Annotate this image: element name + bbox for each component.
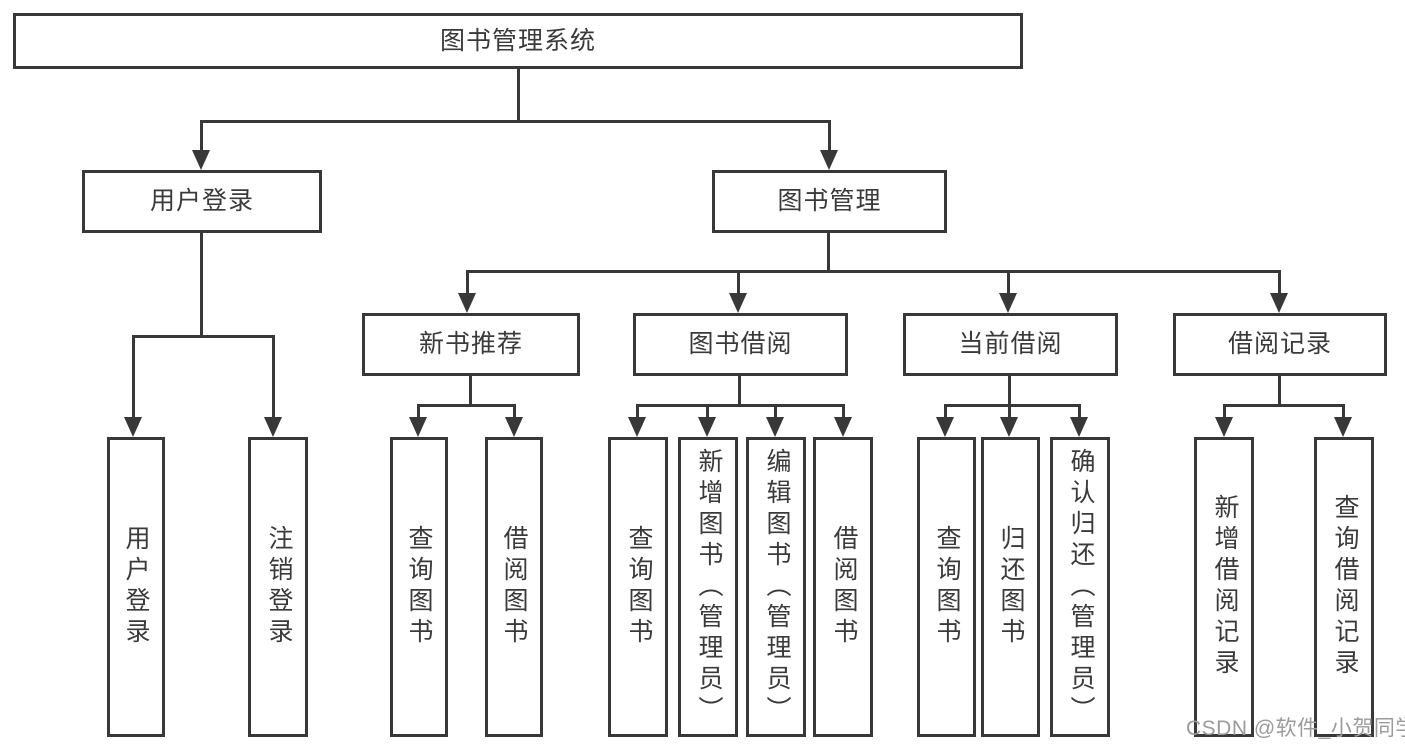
connector-line — [466, 270, 1281, 273]
leaf-query-borrow-record: 查询借阅记录 — [1314, 437, 1374, 737]
connector-line — [200, 233, 203, 338]
arrow-down-icon — [409, 417, 427, 437]
connector-line — [517, 69, 520, 123]
arrow-down-icon — [505, 417, 523, 437]
connector-line — [200, 120, 203, 152]
csdn-watermark: CSDN @软件_小贺同学 — [1186, 717, 1405, 740]
connector-line — [944, 404, 1081, 407]
arrow-down-icon — [192, 150, 210, 170]
connector-line — [417, 404, 516, 407]
arrow-down-icon — [1000, 417, 1018, 437]
arrow-down-icon — [1334, 417, 1352, 437]
connector-line — [1223, 404, 1345, 407]
connector-line — [132, 335, 275, 338]
leaf-logout: 注销登录 — [248, 437, 308, 737]
connector-line — [1008, 376, 1011, 407]
connector-line — [944, 404, 947, 419]
connector-line — [1008, 404, 1011, 419]
connector-line — [469, 376, 472, 407]
leaf-add-borrow-record: 新增借阅记录 — [1194, 437, 1254, 737]
leaf-confirm-return-admin: 确认归还（管理员） — [1050, 437, 1110, 737]
connector-line — [272, 335, 275, 419]
arrow-down-icon — [999, 293, 1017, 313]
node-book-management: 图书管理 — [712, 170, 947, 233]
leaf-query-books-current: 查询图书 — [917, 437, 976, 737]
connector-line — [774, 404, 777, 419]
arrow-down-icon — [1215, 417, 1233, 437]
arrow-down-icon — [936, 417, 954, 437]
arrow-down-icon — [834, 417, 852, 437]
connector-line — [417, 404, 420, 419]
connector-line — [827, 233, 830, 273]
leaf-borrow-books: 借阅图书 — [813, 437, 873, 737]
node-new-book-recommendation: 新书推荐 — [362, 313, 580, 376]
connector-line — [1342, 404, 1345, 419]
leaf-query-books-recommend: 查询图书 — [390, 437, 448, 737]
connector-line — [842, 404, 845, 419]
connector-line — [132, 335, 135, 419]
connector-line — [1223, 404, 1226, 419]
arrow-down-icon — [729, 293, 747, 313]
arrow-down-icon — [1070, 417, 1088, 437]
connector-line — [200, 120, 831, 123]
connector-line — [1078, 404, 1081, 419]
leaf-borrow-books-recommend: 借阅图书 — [485, 437, 543, 737]
connector-line — [738, 376, 741, 407]
connector-line — [513, 404, 516, 419]
arrow-down-icon — [458, 293, 476, 313]
leaf-add-books-admin: 新增图书（管理员） — [678, 437, 738, 737]
connector-line — [1278, 270, 1281, 295]
arrow-down-icon — [766, 417, 784, 437]
leaf-user-login: 用户登录 — [107, 437, 165, 737]
node-user-login: 用户登录 — [82, 170, 322, 233]
arrow-down-icon — [820, 150, 838, 170]
node-book-borrowing: 图书借阅 — [633, 313, 848, 376]
arrow-down-icon — [1270, 293, 1288, 313]
leaf-return-books: 归还图书 — [981, 437, 1040, 737]
node-library-management-system: 图书管理系统 — [13, 13, 1023, 69]
connector-line — [636, 404, 639, 419]
connector-line — [828, 120, 831, 152]
node-current-borrowing: 当前借阅 — [903, 313, 1118, 376]
connector-line — [1278, 376, 1281, 407]
arrow-down-icon — [698, 417, 716, 437]
connector-line — [636, 404, 845, 407]
connector-line — [737, 270, 740, 295]
node-borrowing-records: 借阅记录 — [1173, 313, 1387, 376]
leaf-query-books-borrowing: 查询图书 — [608, 437, 668, 737]
connector-line — [466, 270, 469, 295]
connector-line — [706, 404, 709, 419]
arrow-down-icon — [124, 417, 142, 437]
arrow-down-icon — [628, 417, 646, 437]
leaf-edit-books-admin: 编辑图书（管理员） — [746, 437, 806, 737]
connector-line — [1007, 270, 1010, 295]
arrow-down-icon — [264, 417, 282, 437]
